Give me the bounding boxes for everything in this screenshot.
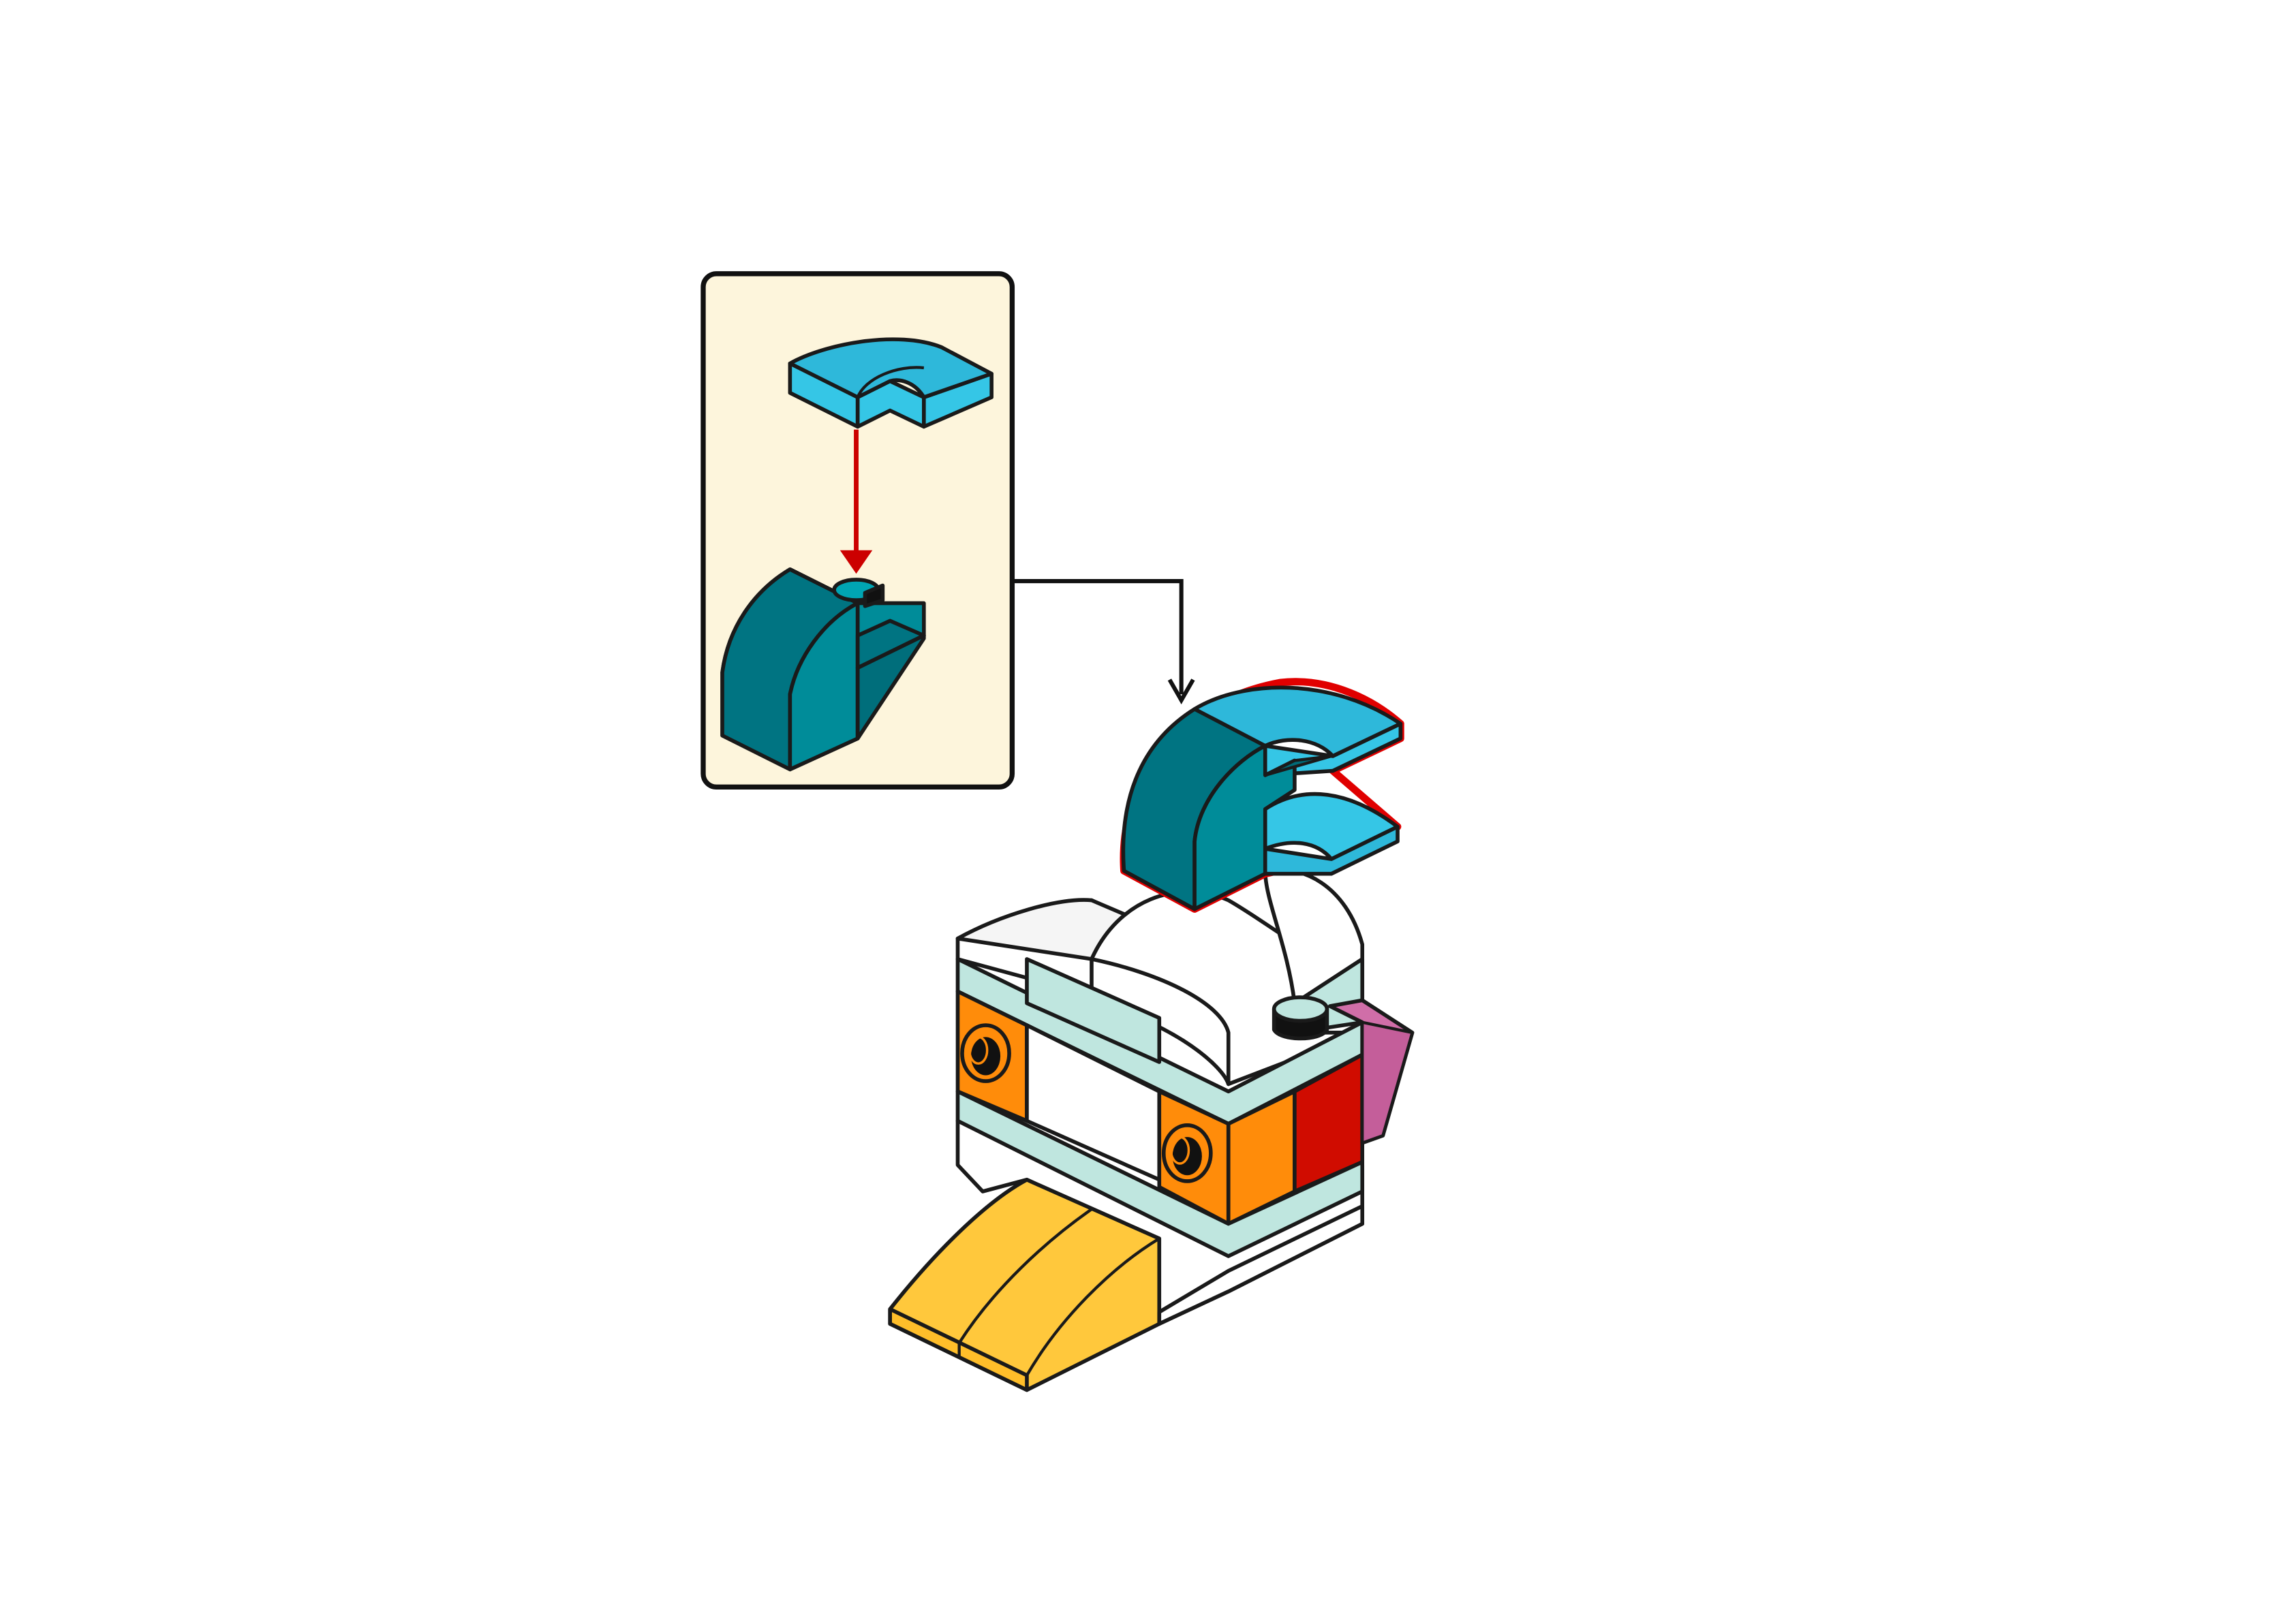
- callout-bottom-piece: [720, 567, 926, 772]
- main-model: [888, 867, 1415, 1392]
- callout-box: [700, 271, 1015, 790]
- stud: [1272, 995, 1329, 1041]
- arrow-down-icon: [840, 429, 873, 574]
- technic-hole-right: [1161, 1123, 1213, 1183]
- elbow-arrow-icon: [1013, 579, 1195, 705]
- pink-beak: [1327, 998, 1415, 1145]
- yellow-slope: [888, 1177, 1162, 1392]
- technic-hole-left: [960, 1023, 1011, 1083]
- callout-top-piece: [788, 337, 994, 429]
- new-part-highlight: [1120, 678, 1404, 913]
